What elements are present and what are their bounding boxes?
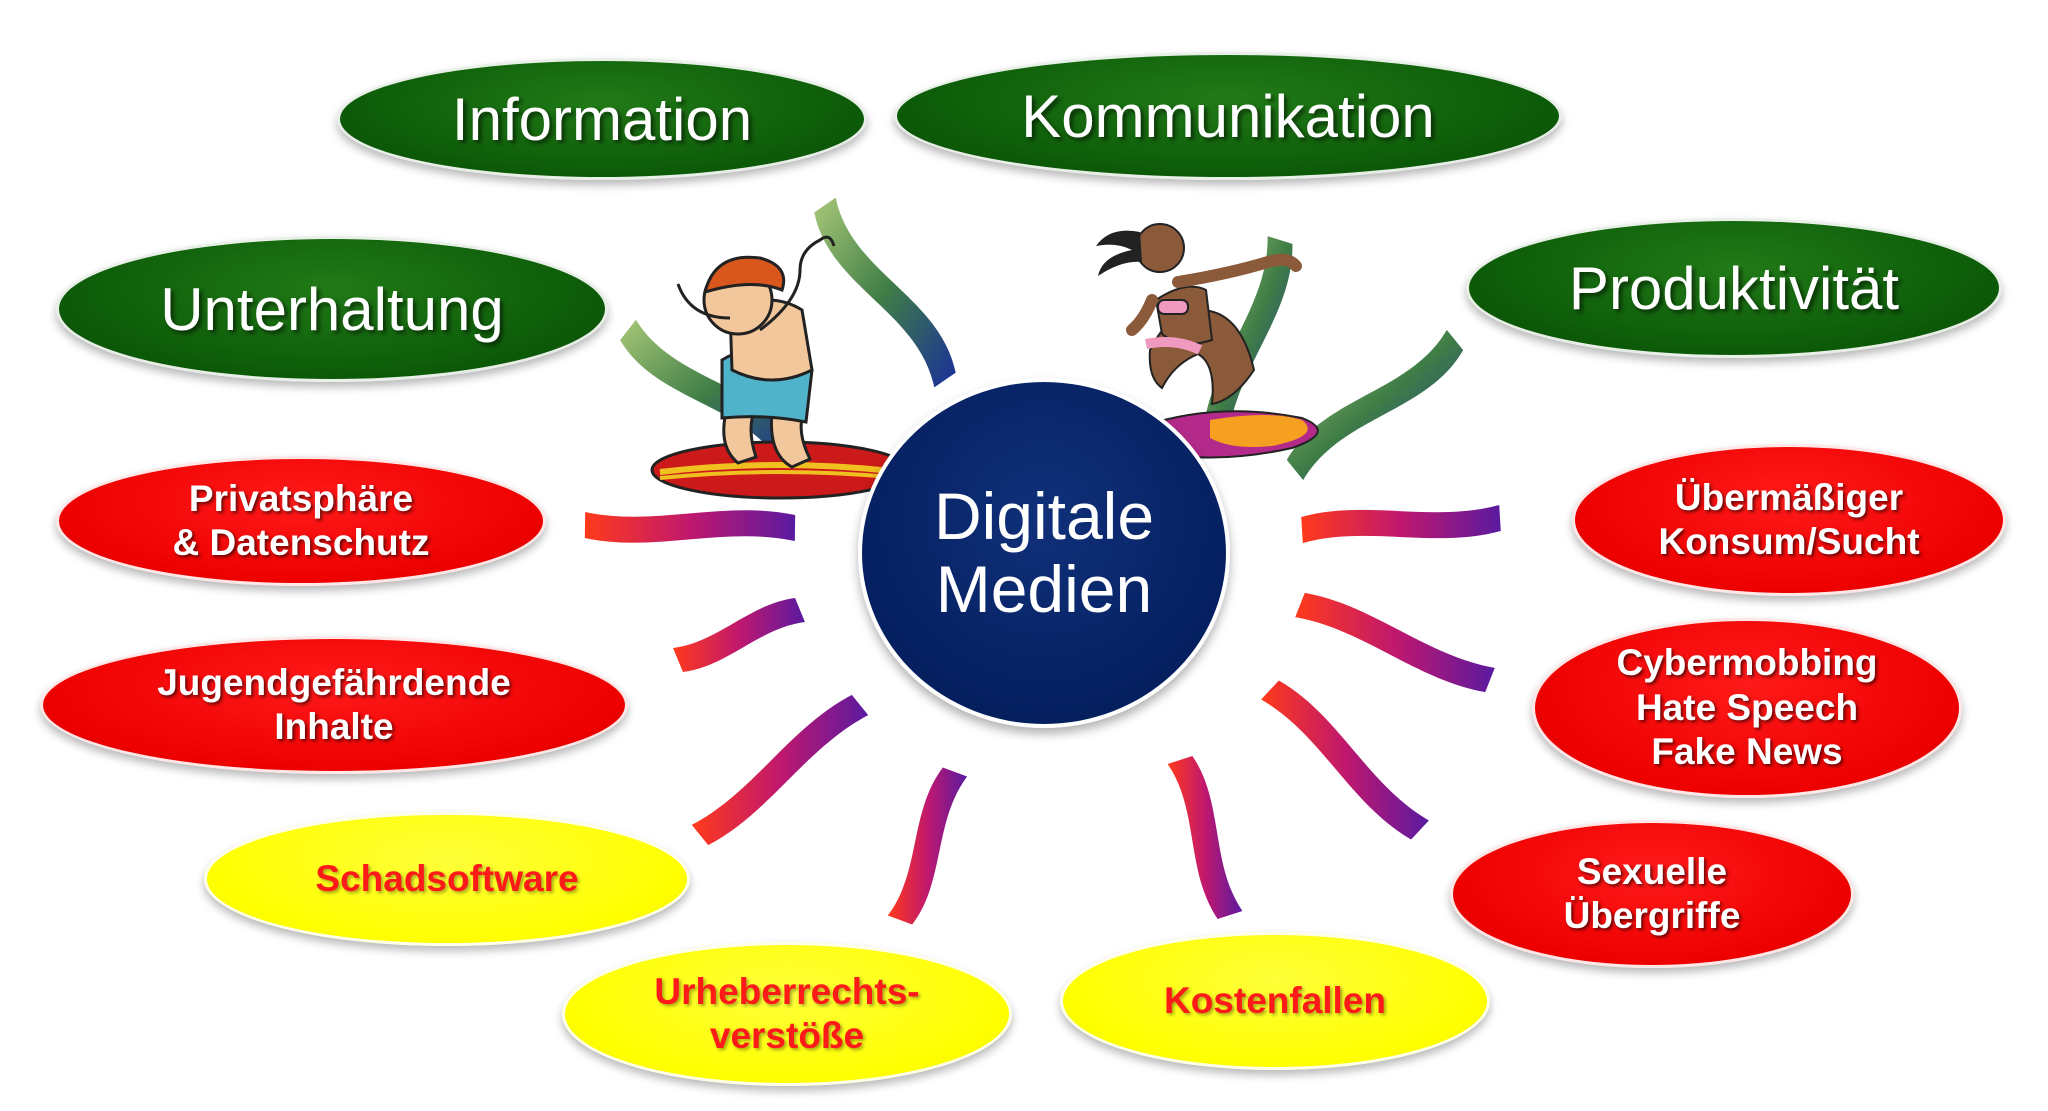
node-label: Schadsoftware [315,857,579,899]
node-uebergriffe: Sexuelle Übergriffe [1450,820,1854,968]
node-sucht: Übermäßiger Konsum/Sucht [1572,444,2006,596]
wave-ribbon-icon [673,597,805,673]
wave-ribbon-icon [584,510,796,543]
node-unterhaltung: Unterhaltung [56,236,608,382]
wave-ribbon-icon [1261,680,1429,840]
node-kommunikation: Kommunikation [894,52,1562,180]
node-label: Übermäßiger Konsum/Sucht [1658,476,1920,562]
node-schadsoftware: Schadsoftware [204,812,690,946]
wave-ribbon-icon [1286,329,1464,481]
node-produktivitaet: Produktivität [1466,218,2002,358]
wave-ribbon-icon [1301,505,1501,543]
node-information: Information [337,58,867,180]
wave-ribbon-icon [620,319,798,466]
node-label: Unterhaltung [160,275,504,343]
wave-ribbon-icon [691,694,869,846]
surfer-boy-icon [650,235,910,500]
node-label: Jugendgefährdende Inhalte [157,661,511,747]
node-label: Information [451,85,753,153]
node-label: Kostenfallen [1163,979,1387,1021]
node-label: Cybermobbing Hate Speech Fake News [1616,642,1878,773]
center-label: Digitale Medien [933,479,1155,626]
wave-ribbon-icon [887,767,968,925]
node-cybermobbing: Cybermobbing Hate Speech Fake News [1532,618,1962,798]
node-kostenfallen: Kostenfallen [1060,932,1490,1070]
wave-ribbon-icon [1295,592,1495,693]
wave-ribbon-icon [1167,756,1243,919]
center-node: Digitale Medien [858,378,1230,728]
node-label: Urheberrechts- verstöße [654,970,920,1056]
node-label: Produktivität [1568,254,1900,322]
wave-ribbon-icon [814,197,956,388]
node-privatsphaere: Privatsphäre & Datenschutz [56,456,546,586]
node-label: Sexuelle Übergriffe [1563,850,1741,936]
node-label: Kommunikation [1021,82,1435,150]
node-urheberrecht: Urheberrechts- verstöße [562,942,1012,1086]
node-jugendgefaehrdend: Jugendgefährdende Inhalte [40,636,628,774]
node-label: Privatsphäre & Datenschutz [172,477,430,563]
